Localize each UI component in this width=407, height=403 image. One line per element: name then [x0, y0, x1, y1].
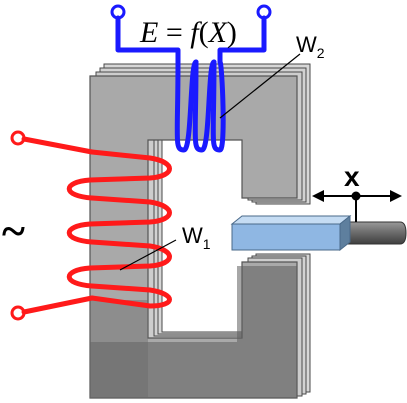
secondary-turn-3 [210, 59, 226, 153]
armature-front-face [231, 223, 341, 251]
magnetic-core [89, 63, 311, 399]
secondary-turn-1 [174, 59, 199, 153]
armature-top-face [230, 215, 352, 225]
primary-lead-bottom [21, 295, 95, 315]
w2-leader-line [219, 53, 301, 119]
primary-lead-top [21, 136, 95, 155]
secondary-turn-2 [192, 59, 217, 153]
w1-leader-line [119, 239, 177, 271]
armature [230, 214, 407, 252]
core-shadow-left [90, 300, 148, 398]
formula-label: E = f(X) [139, 16, 237, 49]
secondary-lead-right [217, 15, 267, 65]
w2-label: W2 [296, 32, 325, 61]
primary-turn-1 [66, 149, 172, 201]
w1-label: W1 [182, 223, 211, 252]
armature-rod [339, 221, 407, 245]
primary-turn-2 [66, 195, 172, 245]
primary-turn-3 [66, 239, 172, 289]
ac-source-symbol: ~ [2, 207, 25, 256]
displacement-arrow [312, 190, 402, 222]
secondary-coil [110, 4, 272, 153]
core-shadow-lower [90, 266, 297, 398]
displacement-label: x [344, 161, 360, 192]
primary-turn-4 [89, 283, 172, 309]
secondary-lead-left [115, 15, 181, 65]
primary-coil [10, 130, 172, 321]
